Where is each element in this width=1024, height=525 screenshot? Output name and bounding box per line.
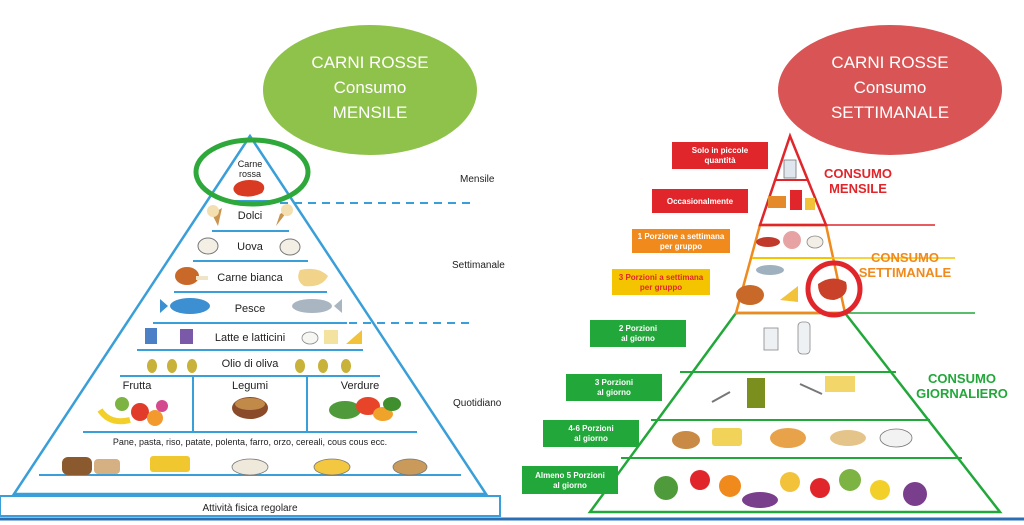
legumes-bowl-icon — [232, 397, 268, 419]
consumo-settimanale-line2: SETTIMANALE — [859, 265, 952, 280]
mensile-highlight-ellipse — [193, 137, 311, 207]
red-meat-icon — [233, 180, 265, 197]
oval-left-line2: Consumo — [334, 78, 407, 97]
side-label-quotidiano: Quotidiano — [453, 398, 502, 409]
activity-bar — [0, 495, 501, 517]
egg-icon — [279, 238, 301, 256]
egg-icon — [197, 237, 219, 255]
consumo-giornaliero-line2: GIORNALIERO — [916, 386, 1008, 401]
consumo-mensile-line2: MENSILE — [829, 181, 887, 196]
oval-left-line3: MENSILE — [333, 103, 408, 122]
oval-carni-rosse-mensile: CARNI ROSSE Consumo MENSILE — [263, 25, 477, 155]
svg-text:Occasionalmente: Occasionalmente — [667, 197, 734, 206]
svg-text:4-6 Porzioni: 4-6 Porzioni — [568, 424, 613, 433]
olive-oil-icon — [341, 359, 351, 373]
consumo-mensile-line1: CONSUMO — [824, 166, 892, 181]
left-pyramid-dividers — [39, 200, 461, 476]
olive-oil-icon — [167, 359, 177, 373]
tag-3-porzioni-giorno: 3 Porzioni al giorno — [566, 374, 662, 401]
fish-icon — [292, 299, 342, 313]
milk-icon — [763, 321, 811, 355]
milk-carton-icon — [145, 328, 157, 344]
label-legumi: Legumi — [232, 380, 268, 392]
ice-cream-icon — [276, 204, 293, 226]
svg-text:al giorno: al giorno — [574, 434, 608, 443]
side-label-settimanale: Settimanale — [452, 260, 505, 271]
olive-oil-icon — [147, 359, 157, 373]
svg-text:Solo in piccole: Solo in piccole — [692, 146, 749, 155]
oil-butter-icon — [711, 376, 855, 408]
label-rossa: rossa — [239, 169, 261, 179]
label-frutta: Frutta — [123, 380, 153, 392]
oval-right-line1: CARNI ROSSE — [831, 53, 948, 72]
tag-1-porzione-settimana: 1 Porzione a settimana per gruppo — [632, 229, 730, 253]
label-verdure: Verdure — [341, 380, 380, 392]
ice-cream-icon — [207, 205, 222, 226]
fruit-icon — [97, 397, 168, 426]
label-uova: Uova — [237, 241, 264, 253]
label-cereali: Pane, pasta, riso, patate, polenta, farr… — [113, 437, 387, 447]
left-pyramid-outline — [11, 133, 489, 496]
label-latte: Latte e latticini — [215, 332, 285, 344]
svg-text:1 Porzione a settimana: 1 Porzione a settimana — [638, 232, 725, 241]
svg-text:al giorno: al giorno — [621, 334, 655, 343]
chicken-breast-icon — [298, 268, 328, 287]
oval-carni-rosse-settimanale: CARNI ROSSE Consumo SETTIMANALE — [778, 25, 1002, 155]
svg-text:per gruppo: per gruppo — [660, 242, 702, 251]
svg-text:al giorno: al giorno — [553, 481, 587, 490]
cold-cuts-icon — [756, 231, 824, 249]
cheese-icon — [346, 330, 362, 344]
chicken-leg-icon — [175, 267, 208, 285]
olive-oil-icon — [187, 359, 197, 373]
label-attivita: Attività fisica regolare — [202, 503, 297, 514]
consumo-giornaliero-line1: CONSUMO — [928, 371, 996, 386]
consumo-settimanale-line1: CONSUMO — [871, 250, 939, 265]
olive-oil-icons — [147, 359, 351, 373]
tag-4-6-porzioni-giorno: 4-6 Porzioni al giorno — [543, 420, 639, 447]
label-dolci: Dolci — [238, 210, 262, 222]
tag-occasionalmente: Occasionalmente — [652, 189, 748, 213]
svg-text:quantità: quantità — [704, 156, 736, 165]
tag-3-porzioni-settimana: 3 Porzioni a settimana per gruppo — [612, 269, 710, 295]
svg-text:al giorno: al giorno — [597, 388, 631, 397]
svg-text:3 Porzioni: 3 Porzioni — [595, 378, 633, 387]
fish-icon — [160, 298, 210, 314]
left-pyramid: Carne rossa Dolci Uova Carne bianca Pesc… — [0, 133, 505, 517]
label-pesce: Pesce — [235, 303, 266, 315]
fruit-vegetables-icon — [654, 469, 927, 508]
steak-highlight-circle — [805, 260, 863, 318]
olive-oil-icon — [295, 359, 305, 373]
tag-2-porzioni-giorno: 2 Porzioni al giorno — [590, 320, 686, 347]
side-label-mensile: Mensile — [460, 174, 495, 185]
cereal-bowl-icon — [392, 458, 428, 476]
oval-right-line3: SETTIMANALE — [831, 103, 949, 122]
oval-right-line2: Consumo — [854, 78, 927, 97]
svg-text:2 Porzioni: 2 Porzioni — [619, 324, 657, 333]
bread-icon — [62, 457, 120, 475]
label-carne: Carne — [238, 159, 263, 169]
svg-text:per gruppo: per gruppo — [640, 283, 682, 292]
label-carne-bianca: Carne bianca — [217, 272, 283, 284]
svg-text:3 Porzioni a settimana: 3 Porzioni a settimana — [619, 273, 704, 282]
oval-left-line1: CARNI ROSSE — [311, 53, 428, 72]
steak-icon — [818, 278, 847, 300]
fish-and-chicken-icon — [736, 265, 798, 305]
yogurt-icon — [324, 330, 338, 344]
polenta-bowl-icon — [313, 458, 351, 476]
tag-almeno-5-porzioni: Almeno 5 Porzioni al giorno — [522, 466, 618, 494]
svg-text:Almeno 5 Porzioni: Almeno 5 Porzioni — [535, 471, 605, 480]
rice-bowl-icon — [231, 458, 269, 476]
tag-solo-piccole: Solo in piccole quantità — [672, 142, 768, 169]
carbohydrates-icon — [672, 428, 913, 449]
pasta-icon — [150, 456, 190, 472]
yogurt-icon — [180, 329, 193, 344]
mozzarella-icon — [301, 331, 319, 345]
vegetables-icon — [329, 397, 401, 421]
right-pyramid: Solo in piccole quantità Occasionalmente… — [522, 132, 1008, 514]
fast-food-icon — [768, 190, 815, 210]
sugar-jar-icon — [783, 159, 797, 179]
olive-oil-icon — [318, 359, 328, 373]
label-olio: Olio di oliva — [222, 358, 280, 370]
